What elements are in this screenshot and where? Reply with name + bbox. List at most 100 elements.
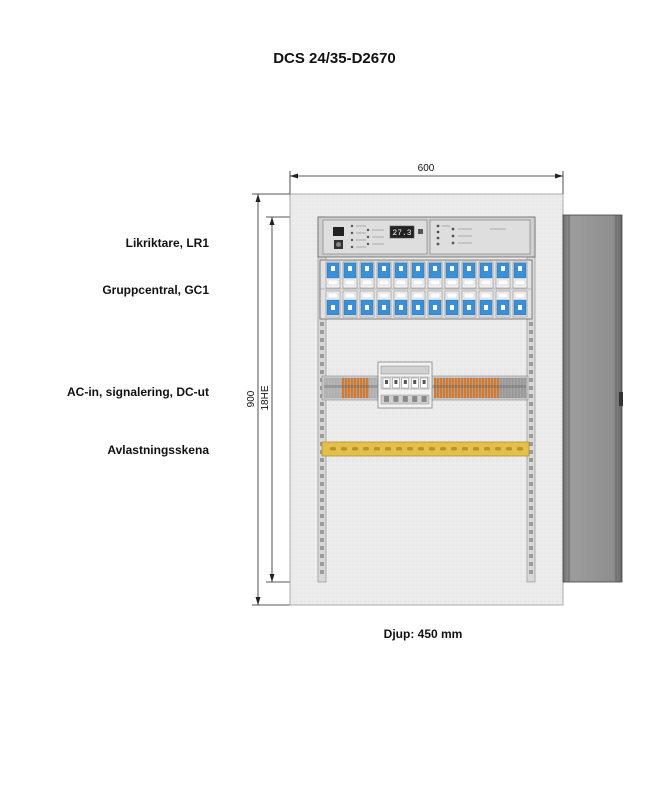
rail-hole [320, 482, 324, 486]
rail-hole [320, 498, 324, 502]
rail-hole [529, 458, 533, 462]
rail-hole [320, 434, 324, 438]
breaker-toggle [331, 305, 335, 310]
label-group-central: Gruppcentral, GC1 [102, 283, 209, 297]
power-switch [333, 227, 344, 236]
rail-hole [529, 378, 533, 382]
relief-rail [321, 441, 530, 457]
rail-slot [330, 447, 336, 451]
terminal-block [362, 377, 366, 399]
breaker-label [344, 292, 356, 299]
width-dimension-label: 600 [418, 163, 435, 174]
breaker-label [395, 279, 407, 286]
terminal-block [356, 377, 360, 399]
terminal-block [433, 377, 437, 399]
terminal-block [329, 377, 333, 399]
terminal-block [484, 377, 488, 399]
terminal-block [460, 377, 464, 399]
rail-slot [517, 447, 523, 451]
breaker-label [463, 292, 475, 299]
rail-hole [529, 450, 533, 454]
terminal-block [517, 377, 521, 399]
rail-hole [320, 490, 324, 494]
rail-slot [363, 447, 369, 451]
terminal-block [463, 377, 467, 399]
ac-breaker-toggle [403, 380, 407, 384]
rail-hole [529, 490, 533, 494]
terminal-block [478, 377, 482, 399]
breaker-toggle [365, 266, 369, 271]
terminal-block [439, 377, 443, 399]
breaker-toggle [484, 305, 488, 310]
rail-hole [529, 426, 533, 430]
terminal-block [436, 377, 440, 399]
rail-hole [529, 570, 533, 574]
rail-hole [320, 362, 324, 366]
breaker-label [514, 279, 526, 286]
terminal-block [475, 377, 479, 399]
rail-hole [529, 410, 533, 414]
cabinet-door [562, 214, 623, 583]
rail-hole [320, 418, 324, 422]
rail-hole [529, 434, 533, 438]
ac-breaker-terminal [412, 396, 418, 402]
terminal-block [332, 377, 336, 399]
terminal-block [523, 377, 527, 399]
rail-hole [320, 338, 324, 342]
rail-hole [320, 458, 324, 462]
terminal-block [448, 377, 452, 399]
terminal-block [326, 377, 330, 399]
rail-hole [320, 330, 324, 334]
breaker-toggle [348, 266, 352, 271]
breaker-toggle [450, 266, 454, 271]
breaker-label [497, 279, 509, 286]
terminal-block [457, 377, 461, 399]
breaker-label [378, 292, 390, 299]
rail-hole [320, 322, 324, 326]
terminal-block [514, 377, 518, 399]
rail-slot [396, 447, 402, 451]
breaker-label [463, 279, 475, 286]
breaker-toggle [450, 305, 454, 310]
rail-hole [529, 482, 533, 486]
voltage-display-value: 27.3 [392, 229, 411, 238]
terminal-block [371, 377, 375, 399]
breaker-toggle [433, 305, 437, 310]
rail-hole [320, 354, 324, 358]
rail-hole [529, 370, 533, 374]
breaker-label [361, 279, 373, 286]
rail-slot [407, 447, 413, 451]
rail-hole [320, 370, 324, 374]
rail-hole [320, 410, 324, 414]
breaker-toggle [501, 305, 505, 310]
width-dimension: 600 [289, 163, 564, 195]
terminal-block [365, 377, 369, 399]
rail-slot [440, 447, 446, 451]
ac-breaker-terminal [384, 396, 389, 402]
breaker-label [412, 292, 424, 299]
breaker-toggle [416, 305, 420, 310]
breaker-toggle [331, 266, 335, 271]
breaker-toggle [467, 305, 471, 310]
rail-hole [320, 562, 324, 566]
terminal-block [335, 377, 339, 399]
rail-slot [506, 447, 512, 451]
terminal-block [487, 377, 491, 399]
rail-hole [320, 402, 324, 406]
rail-hole [320, 426, 324, 430]
terminal-block [445, 377, 449, 399]
rail-hole [529, 338, 533, 342]
terminal-block [374, 377, 378, 399]
breaker-label [446, 292, 458, 299]
rail-hole [529, 386, 533, 390]
breaker-label [429, 279, 441, 286]
height-dimension: 900 18HE [246, 193, 320, 606]
ac-breaker-toggle [422, 380, 426, 384]
breaker-toggle [399, 305, 403, 310]
terminal-block [454, 377, 458, 399]
rail-slot [341, 447, 347, 451]
rectifier-unit: 27.3 [317, 216, 536, 258]
breaker-label [497, 292, 509, 299]
terminal-block [442, 377, 446, 399]
page-title: DCS 24/35-D2670 [273, 50, 396, 67]
